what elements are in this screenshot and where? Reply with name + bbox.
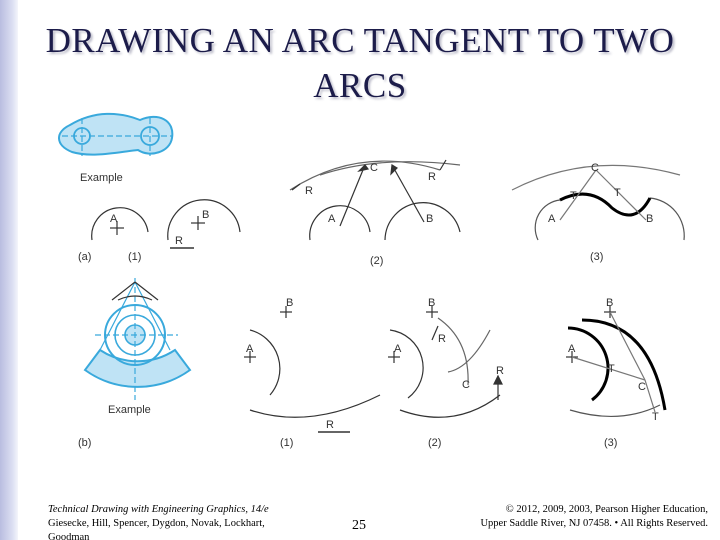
copyright-line-1: © 2012, 2009, 2003, Pearson Higher Educa… (505, 504, 708, 515)
tangent-arc-figure: Example (a) (1) (2) (3) A B R A B C R R … (58, 112, 685, 449)
label-b-b1: B (286, 297, 293, 309)
footer-authors: Giesecke, Hill, Spencer, Dygdon, Novak, … (48, 518, 265, 540)
footer-citation: Technical Drawing with Engineering Graph… (48, 503, 288, 540)
step-a-2: (2) (370, 255, 383, 267)
label-a-b1: A (246, 343, 254, 355)
slide-side-bar (0, 0, 18, 540)
label-a-1: A (110, 213, 118, 225)
copyright-line-2: Upper Saddle River, NJ 07458. • All Righ… (480, 518, 708, 529)
label-r-b2b: R (496, 365, 504, 377)
part-label-b: (b) (78, 437, 91, 449)
arc-b-step1 (167, 199, 241, 241)
label-r-2b: R (428, 171, 436, 183)
label-b-2: B (426, 213, 433, 225)
label-a-2: A (328, 213, 336, 225)
label-c-b2: C (462, 379, 470, 391)
label-t-b3a: T (608, 363, 615, 375)
example-b-part (83, 278, 192, 400)
label-t-b3b: T (652, 411, 659, 423)
example-label-b: Example (108, 404, 151, 416)
example-label-a: Example (80, 172, 123, 184)
label-c-3: C (591, 162, 599, 174)
label-b-b2: B (428, 297, 435, 309)
part-label-a: (a) (78, 251, 91, 263)
label-c-2: C (370, 162, 378, 174)
label-r-1: R (175, 235, 183, 247)
footer-copyright: © 2012, 2009, 2003, Pearson Higher Educa… (470, 503, 708, 531)
step-b-3: (3) (604, 437, 617, 449)
arc-a-step1 (91, 207, 149, 241)
label-r-b1: R (326, 419, 334, 431)
label-t-3b: T (614, 187, 621, 199)
example-a-part (58, 112, 174, 156)
label-a-3: A (548, 213, 556, 225)
page-number: 25 (352, 518, 366, 533)
label-r-b2a: R (438, 333, 446, 345)
label-c-b3: C (638, 381, 646, 393)
slide-title: DRAWING AN ARC TANGENT TO TWO ARCS (45, 21, 675, 105)
label-a-b3: A (568, 343, 576, 355)
footer-book-title: Technical Drawing with Engineering Graph… (48, 504, 269, 515)
label-r-2a: R (305, 185, 313, 197)
label-b-3: B (646, 213, 653, 225)
step-b-2: (2) (428, 437, 441, 449)
step-a-1: (1) (128, 251, 141, 263)
label-b-1: B (202, 209, 209, 221)
label-t-3a: T (570, 190, 577, 202)
label-a-b2: A (394, 343, 402, 355)
label-b-b3: B (606, 297, 613, 309)
step-a-3: (3) (590, 251, 603, 263)
step-b-1: (1) (280, 437, 293, 449)
